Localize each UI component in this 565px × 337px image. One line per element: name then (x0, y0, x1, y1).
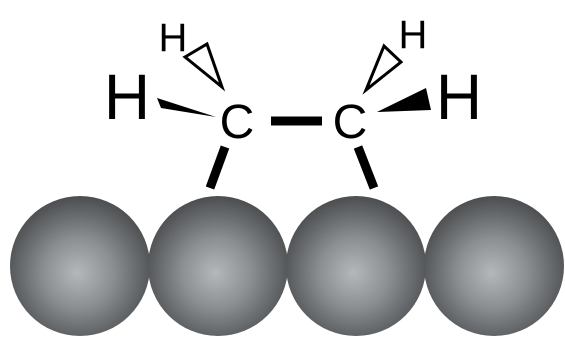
hydrogen-left-large-label: H (104, 61, 150, 133)
hydrogen-right-small-label: H (399, 13, 428, 57)
surface-atom (148, 196, 288, 336)
carbon-left-label: C (220, 96, 255, 149)
carbon-right-label: C (333, 96, 368, 149)
surface-atom (286, 196, 426, 336)
carbon-surface-bond-right (353, 145, 379, 190)
open-wedge-bond-right (362, 43, 404, 95)
open-wedge-bond-left (182, 41, 226, 92)
wedge-bond-left (157, 98, 216, 117)
surface-layer (10, 196, 564, 336)
carbon-surface-bond-left (205, 145, 230, 190)
surface-atom (424, 196, 564, 336)
bonds (205, 116, 379, 190)
surface-atom (10, 196, 150, 336)
hydrogen-left-small-label: H (159, 16, 188, 60)
wedge-bond-right (377, 88, 431, 112)
hydrogen-right-large-label: H (436, 61, 482, 133)
